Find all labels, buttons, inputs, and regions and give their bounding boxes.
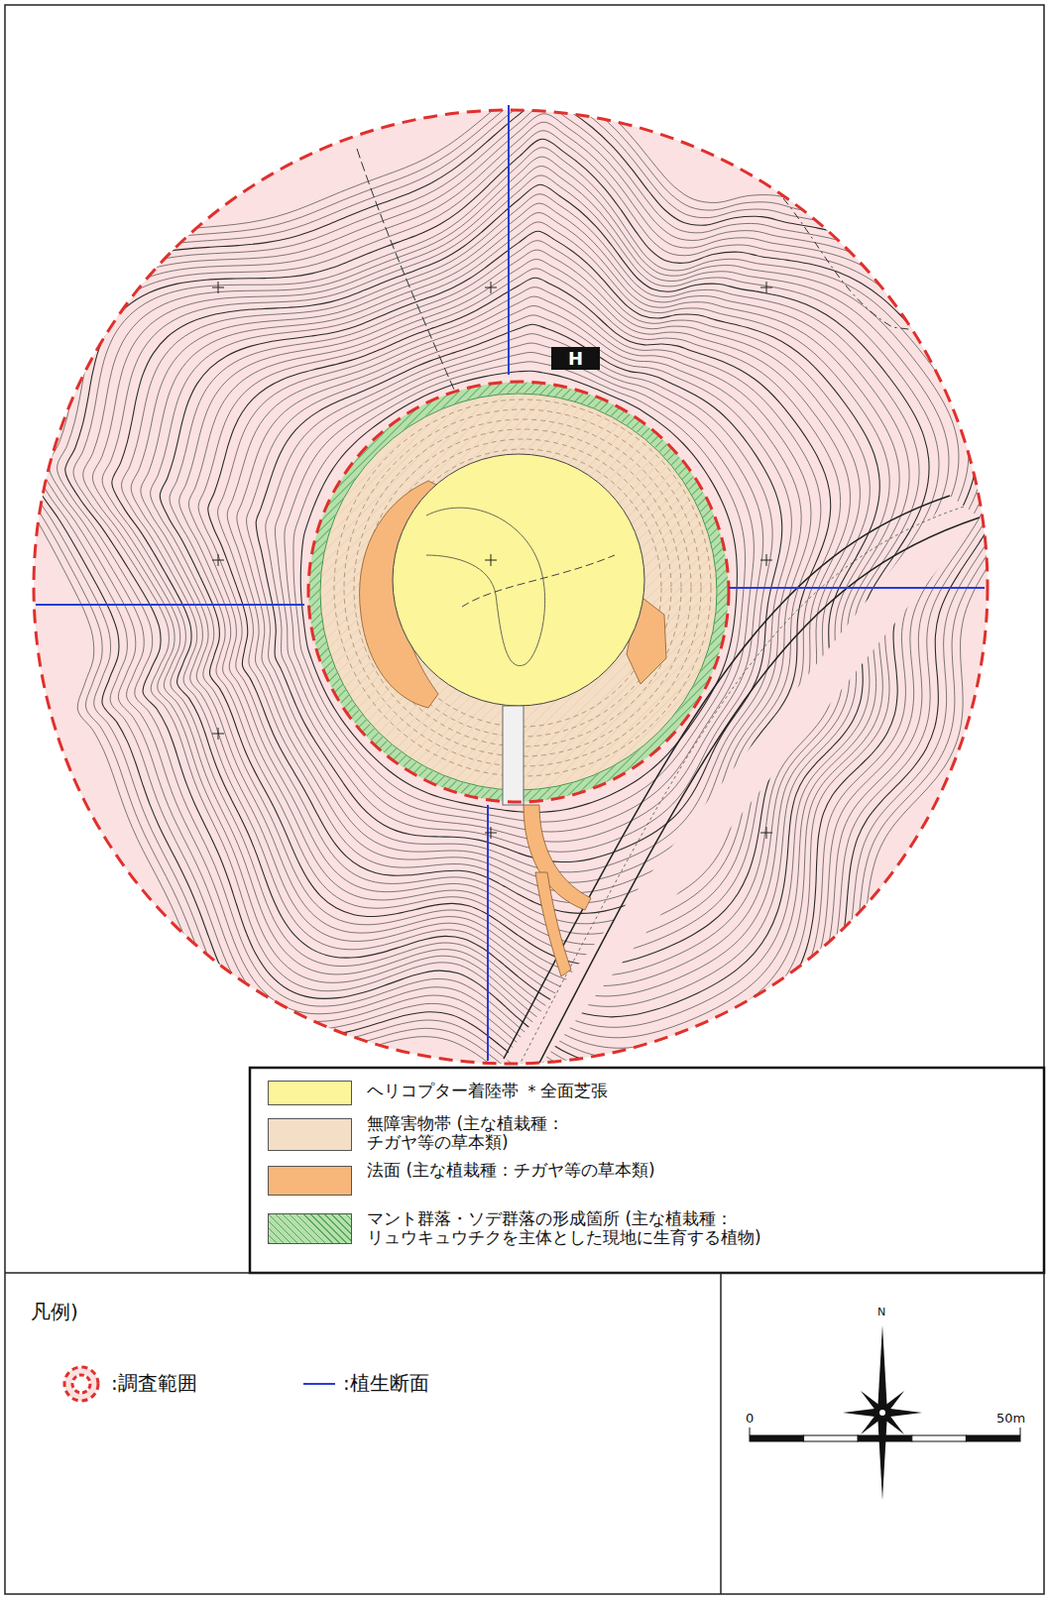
- survey-area: [33, 110, 988, 1064]
- frame: [4, 4, 1045, 1595]
- contour-line: [73, 147, 969, 1059]
- slope: [535, 872, 572, 977]
- vegetation-transect: [35, 603, 305, 606]
- legend-text: 法面 (主な植栽種：チガヤ等の草本類): [366, 1161, 665, 1180]
- grid-cross: [760, 554, 773, 567]
- contour-line: [32, 105, 1010, 1100]
- legend-heading: 凡例): [30, 1300, 79, 1323]
- legend-sample-transect: [303, 1383, 336, 1386]
- contour-line: [0, 71, 1042, 1133]
- grid-cross: [212, 554, 225, 567]
- compass-star: [860, 1391, 905, 1435]
- scale-bar-segment: [965, 1435, 1021, 1442]
- contour-line: [65, 138, 977, 1067]
- contour-line: [102, 175, 939, 1028]
- panel-line: [719, 1273, 722, 1595]
- contour-line: [159, 231, 880, 965]
- contour-line: [284, 351, 754, 832]
- trail: [783, 198, 972, 338]
- contour-line: [150, 222, 891, 976]
- contour-line: [40, 114, 1001, 1092]
- survey-boundary: [33, 110, 988, 1064]
- legend-text: マント群落・ソデ群落の形成箇所 (主な植栽種：リュウキュウチクを主体とした現地に…: [366, 1209, 982, 1248]
- grid-cross: [760, 281, 773, 294]
- legend-text: ヘリコプター着陸帯 ＊全面芝張: [366, 1081, 1002, 1101]
- scale-label: 0: [745, 1411, 754, 1426]
- grid-cross: [760, 826, 773, 839]
- contour-line: [83, 156, 959, 1049]
- contour-line: [57, 130, 986, 1076]
- grid-cross: [212, 727, 225, 740]
- vegetation-transect: [507, 105, 510, 375]
- contour-line: [293, 361, 746, 822]
- grid-cross: [212, 281, 225, 294]
- contour-line: [130, 203, 910, 997]
- scale-bar-tick: [749, 1427, 751, 1436]
- contour-line: [198, 268, 840, 925]
- survey-boundary-inner: [308, 381, 729, 803]
- compass-center: [879, 1409, 886, 1416]
- legend-sample-survey: [72, 1375, 91, 1394]
- contour-line: [274, 343, 763, 842]
- landing-contour: [426, 507, 546, 666]
- contour-line: [24, 97, 1018, 1109]
- legend-swatch: [267, 1118, 352, 1152]
- vegetation-transect: [486, 805, 489, 1061]
- compass-star: [860, 1391, 905, 1435]
- contour-line: [255, 324, 783, 862]
- legend-text: 無障害物帯 (主な植栽種：チガヤ等の草本類): [366, 1114, 665, 1153]
- landing-zone: [392, 454, 645, 706]
- legend-swatch: [267, 1080, 352, 1106]
- contour-line: [188, 258, 850, 934]
- grid-cross: [484, 281, 497, 294]
- scale-bar-segment: [749, 1435, 805, 1442]
- contour-line: [7, 80, 1034, 1125]
- access-trail: [462, 555, 615, 607]
- legend-text: :調査範囲: [111, 1372, 270, 1395]
- scale-bar-segment: [912, 1435, 967, 1442]
- legend-box: [249, 1067, 1045, 1274]
- legend-text: :植生断面: [343, 1372, 502, 1395]
- legend-swatch: [267, 1165, 352, 1196]
- helipad-marker: H: [551, 347, 600, 370]
- legend-swatch: [267, 1213, 352, 1245]
- legend-sample-survey: [64, 1367, 99, 1401]
- scale-label: 50m: [996, 1411, 1026, 1426]
- scale-bar-tick: [1020, 1427, 1022, 1436]
- contour-line: [169, 240, 870, 955]
- slope: [523, 805, 591, 911]
- contour-line: [121, 194, 921, 1008]
- contour-lines: [0, 71, 1042, 1133]
- panel-line: [4, 1272, 1045, 1275]
- contour-line: [16, 88, 1026, 1117]
- contour-line: [300, 370, 737, 813]
- vegetation-transect: [728, 586, 985, 589]
- grid-cross: [484, 826, 497, 839]
- grid-cross: [484, 554, 497, 567]
- contour-line: [246, 315, 793, 873]
- access-path: [502, 705, 524, 806]
- north-label: N: [877, 1306, 886, 1319]
- scale-bar-segment: [804, 1435, 859, 1442]
- scale-bar-segment: [857, 1435, 913, 1442]
